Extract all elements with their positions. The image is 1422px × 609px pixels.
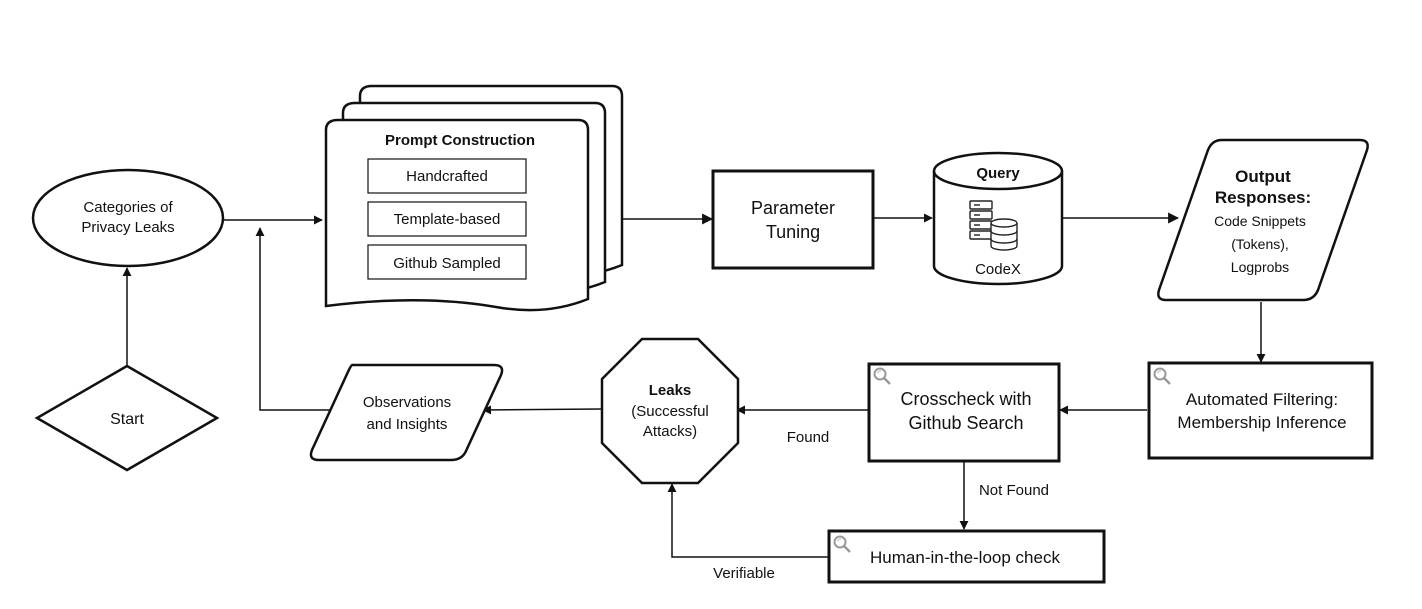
- prompt-item-github-sampled: Github Sampled: [367, 244, 527, 280]
- start-label: Start: [110, 411, 144, 428]
- prompt-item-label-2: Template-based: [394, 211, 501, 228]
- edge-label-verifiable: Verifiable: [713, 565, 775, 582]
- output-responses-node: Output Responses: Code Snippets (Tokens)…: [1157, 138, 1369, 302]
- crosscheck-node: Crosscheck with Github Search: [867, 362, 1061, 463]
- query-title: Query: [976, 165, 1020, 182]
- edge-observations-to-categories: [255, 227, 330, 411]
- leaks-line2: Attacks): [643, 423, 697, 440]
- prompt-construction-node: Prompt Construction Handcrafted Template…: [324, 84, 624, 312]
- leaks-title: Leaks: [649, 382, 692, 399]
- query-label: CodeX: [975, 261, 1021, 278]
- categories-node: Categories of Privacy Leaks: [31, 168, 225, 268]
- categories-label-line2: Privacy Leaks: [81, 219, 174, 236]
- output-title-line1: Output: [1235, 167, 1291, 186]
- filtering-label-line1: Automated Filtering:: [1186, 390, 1338, 409]
- output-line2: (Tokens),: [1231, 236, 1289, 252]
- prompt-item-label-3: Github Sampled: [393, 255, 501, 272]
- prompt-item-template-based: Template-based: [367, 201, 527, 237]
- output-line3: Logprobs: [1231, 259, 1289, 275]
- parameter-tuning-node: Parameter Tuning: [711, 169, 875, 270]
- prompt-item-handcrafted: Handcrafted: [367, 158, 527, 194]
- human-check-label: Human-in-the-loop check: [870, 548, 1060, 567]
- automated-filtering-node: Automated Filtering: Membership Inferenc…: [1147, 361, 1374, 460]
- start-node: Start: [34, 364, 220, 472]
- edge-leaks-to-observations: [482, 405, 602, 415]
- leaks-line1: (Successful: [631, 403, 709, 420]
- categories-label-line1: Categories of: [83, 199, 173, 216]
- edge-label-not-found: Not Found: [979, 482, 1049, 499]
- edge-human-to-leaks: [667, 483, 828, 558]
- server-database-icon: [969, 200, 1018, 251]
- filtering-label-line2: Membership Inference: [1177, 413, 1346, 432]
- crosscheck-label-line2: Github Search: [908, 413, 1023, 433]
- query-node: Query CodeX: [932, 151, 1064, 286]
- output-title-line2: Responses:: [1215, 188, 1311, 207]
- parameter-label-line2: Tuning: [766, 222, 820, 242]
- output-line1: Code Snippets: [1214, 213, 1306, 229]
- edge-label-found: Found: [787, 429, 830, 446]
- prompt-item-label-1: Handcrafted: [406, 168, 488, 185]
- observations-label-line1: Observations: [363, 394, 451, 411]
- prompt-title: Prompt Construction: [385, 132, 535, 149]
- leaks-node: Leaks (Successful Attacks): [600, 337, 740, 485]
- observations-label-line2: and Insights: [367, 416, 448, 433]
- observations-node: Observations and Insights: [309, 363, 504, 462]
- crosscheck-label-line1: Crosscheck with: [900, 389, 1031, 409]
- parameter-label-line1: Parameter: [751, 198, 835, 218]
- human-check-node: Human-in-the-loop check: [827, 529, 1106, 584]
